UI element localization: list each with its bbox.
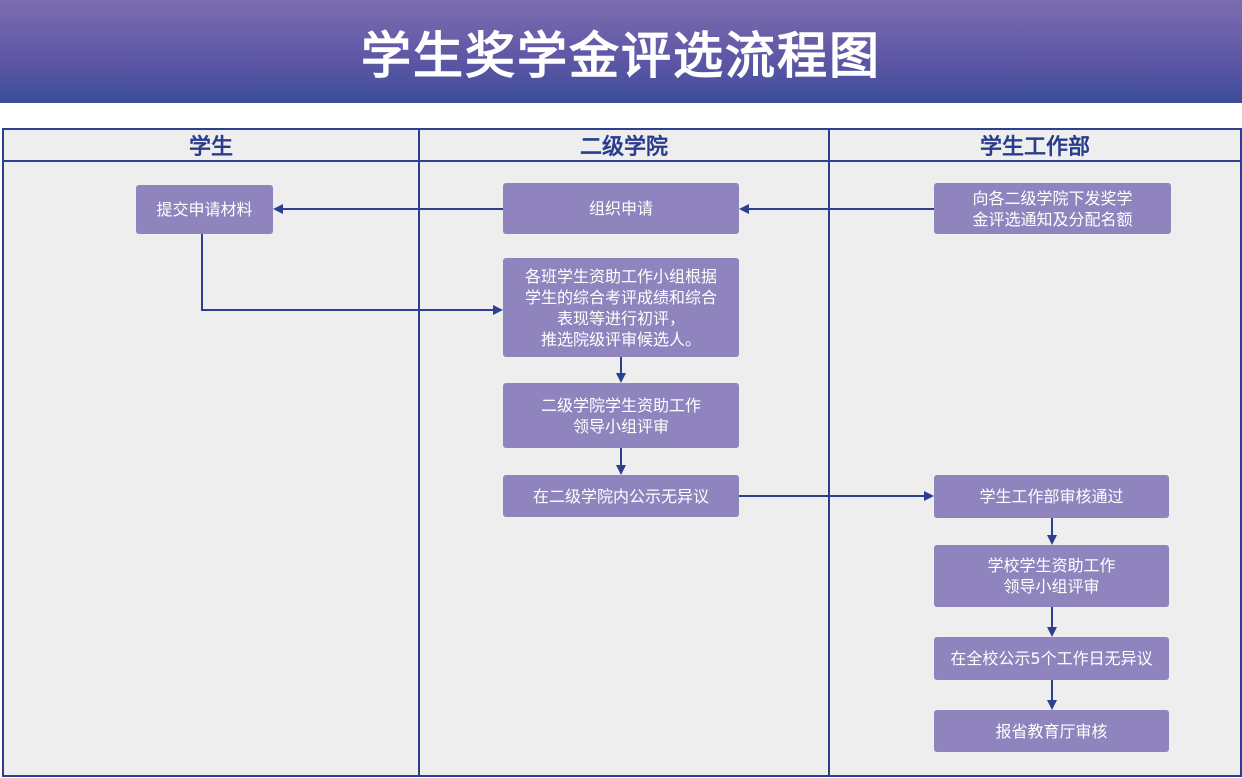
node-college-publicity: 在二级学院内公示无异议 (503, 475, 739, 517)
lane-college: 二级学院 (418, 130, 828, 775)
lane-header-college: 二级学院 (420, 130, 828, 162)
node-submit-application: 提交申请材料 (136, 185, 273, 234)
node-initial-review: 各班学生资助工作小组根据 学生的综合考评成绩和综合 表现等进行初评， 推选院级评… (503, 258, 739, 357)
swimlane-table: 学生 二级学院 学生工作部 (2, 128, 1242, 777)
node-report-province: 报省教育厅审核 (934, 710, 1169, 752)
node-college-review: 二级学院学生资助工作 领导小组评审 (503, 383, 739, 448)
node-school-publicity: 在全校公示5个工作日无异议 (934, 637, 1169, 680)
node-organize-application: 组织申请 (503, 183, 739, 234)
lane-header-student: 学生 (4, 130, 418, 162)
lane-student: 学生 (4, 130, 418, 775)
page-title: 学生奖学金评选流程图 (361, 26, 881, 85)
lane-student-affairs: 学生工作部 (828, 130, 1240, 775)
lane-header-student-affairs: 学生工作部 (830, 130, 1240, 162)
node-dept-approve: 学生工作部审核通过 (934, 475, 1169, 518)
node-issue-notice: 向各二级学院下发奖学 金评选通知及分配名额 (934, 183, 1171, 234)
node-school-review: 学校学生资助工作 领导小组评审 (934, 545, 1169, 607)
title-banner: 学生奖学金评选流程图 (0, 0, 1242, 103)
